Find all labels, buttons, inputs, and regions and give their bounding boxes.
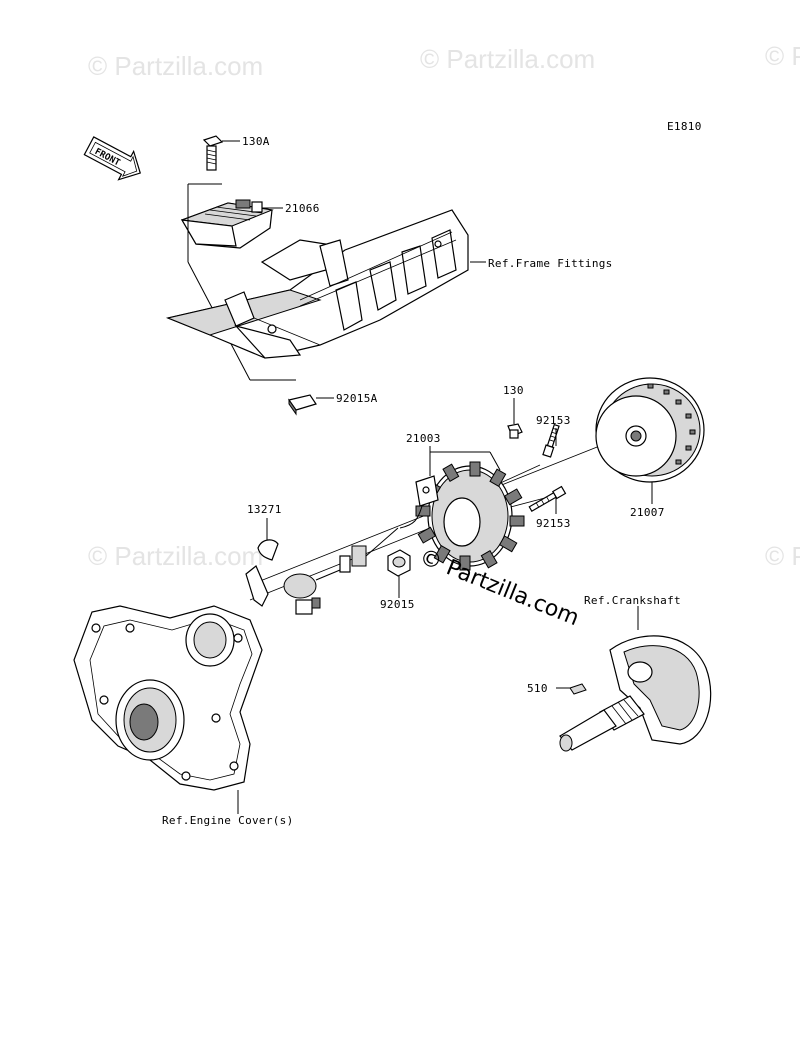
bolt-92153-bottom-icon — [528, 485, 567, 512]
label-92015: 92015 — [380, 598, 415, 611]
label-92015a: 92015A — [336, 392, 378, 405]
label-21066: 21066 — [285, 202, 320, 215]
label-engine-cover-ref: Ref.Engine Cover(s) — [162, 814, 294, 827]
grommet-13271-icon — [257, 539, 279, 561]
rotor-21007-icon — [595, 377, 705, 483]
diagram-code: E1810 — [667, 120, 702, 133]
nut-92015-icon — [387, 549, 411, 577]
watermark-layer: © Partzilla.com © Partzilla.com © Partzi… — [88, 41, 800, 571]
front-arrow-icon: FRONT — [83, 136, 142, 181]
bolt-130-icon — [507, 423, 523, 439]
frame-bracket-icon — [166, 209, 469, 359]
regulator-21066-icon — [180, 199, 274, 249]
label-21007: 21007 — [630, 506, 665, 519]
crankshaft-icon — [559, 635, 712, 752]
label-92153-top: 92153 — [536, 414, 571, 427]
label-13271: 13271 — [247, 503, 282, 516]
key-510-icon — [569, 683, 587, 695]
wire-harness-icon — [245, 527, 399, 615]
watermark-mid-right: © Partzilla.com — [765, 541, 800, 571]
label-130: 130 — [503, 384, 524, 397]
bolt-130a-icon — [202, 135, 224, 171]
watermark-top-center: © Partzilla.com — [420, 44, 595, 74]
watermark-top-right: © Partzilla.com — [765, 41, 800, 71]
watermark-center: © Partzilla.com — [416, 544, 583, 631]
bolt-92153-top-icon — [542, 423, 560, 458]
label-92153-bottom: 92153 — [536, 517, 571, 530]
clip-92015a-icon — [288, 394, 317, 416]
label-510: 510 — [527, 682, 548, 695]
engine-cover-icon — [73, 605, 263, 791]
stator-21003-icon — [399, 461, 525, 571]
label-crankshaft-ref: Ref.Crankshaft — [584, 594, 681, 607]
watermark-top-left: © Partzilla.com — [88, 51, 263, 81]
label-21003: 21003 — [406, 432, 441, 445]
watermark-mid-left: © Partzilla.com — [88, 541, 263, 571]
label-130a: 130A — [242, 135, 270, 148]
label-frame-ref: Ref.Frame Fittings — [488, 257, 613, 270]
